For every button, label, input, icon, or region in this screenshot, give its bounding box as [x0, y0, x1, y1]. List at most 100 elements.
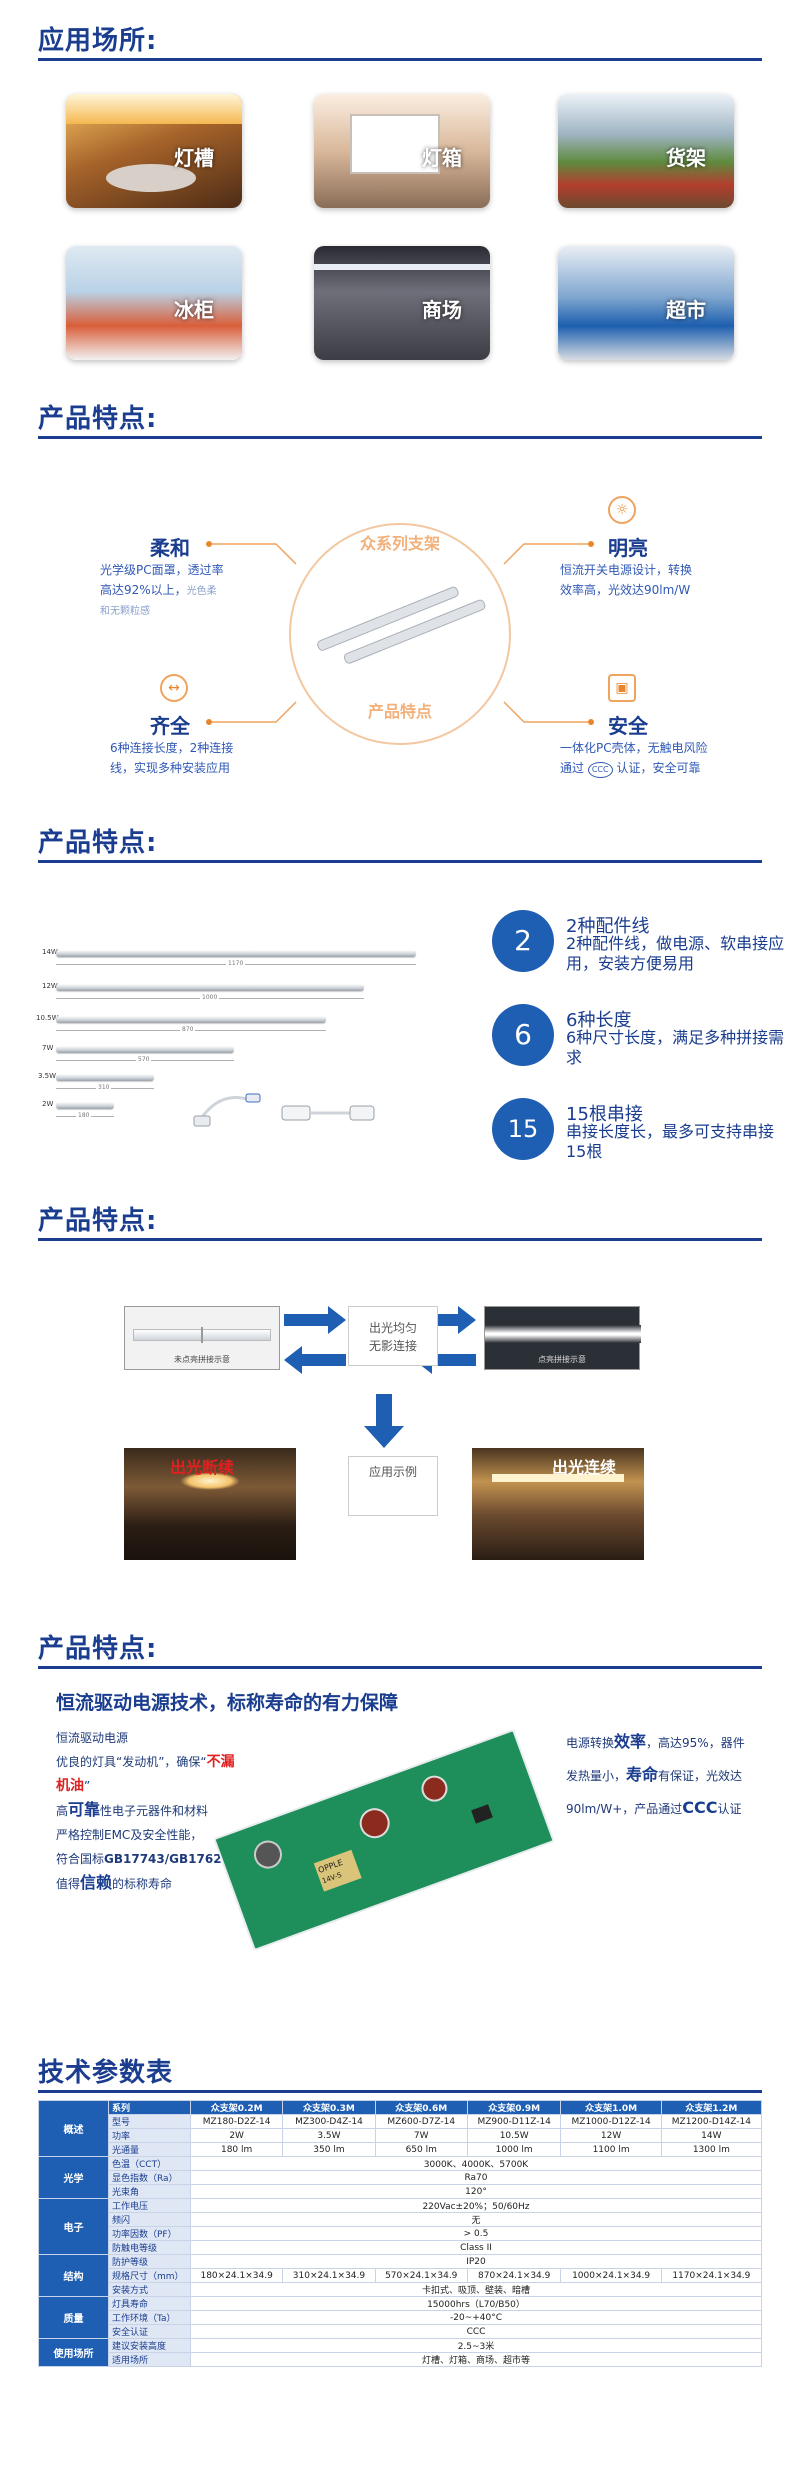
- application-label: 灯箱: [422, 146, 462, 170]
- connector-cable-image: [193, 1093, 375, 1127]
- dimension-label: 870: [180, 1026, 196, 1033]
- room-label: 出光断续: [170, 1458, 235, 1477]
- application-label: 商场: [422, 298, 462, 322]
- table-cell: 1170×24.1×34.9: [660, 2268, 763, 2283]
- section-title: 产品特点:: [38, 404, 158, 434]
- section-divider: [38, 1666, 762, 1669]
- dimension-icon: ↔: [160, 674, 188, 702]
- table-cell: 卡扣式、吸顶、壁装、暗槽: [190, 2282, 762, 2297]
- table-param-name: 频闪: [108, 2212, 191, 2227]
- dimension-label: 1000: [200, 994, 220, 1001]
- table-param-name: 防触电等级: [108, 2240, 191, 2255]
- table-param-name: 安全认证: [108, 2324, 191, 2339]
- table-row: 频闪无: [39, 2212, 762, 2227]
- table-cell: 12W: [560, 2128, 662, 2143]
- fixture-bar: [56, 1046, 234, 1053]
- table-cell: > 0.5: [190, 2226, 762, 2241]
- table-cell: MZ180-D2Z-14: [189, 2114, 284, 2129]
- table-param-name: 适用场所: [108, 2352, 191, 2367]
- table-cell: 3000K、4000K、5700K: [190, 2156, 762, 2171]
- table-cell: 10.5W: [466, 2128, 562, 2143]
- feature-complete-title: 齐全: [150, 714, 190, 738]
- table-cell: 1000 lm: [466, 2142, 562, 2157]
- table-row: 功率因数（PF）> 0.5: [39, 2226, 762, 2241]
- table-group-cell: 使用场所: [38, 2338, 109, 2367]
- feature-bright-text: 恒流开关电源设计，转换 效率高，光效达90lm/W: [560, 563, 693, 597]
- point-title: 15根串接: [566, 1104, 643, 1125]
- table-cell: IP20: [190, 2254, 762, 2269]
- driver-section: 恒流驱动电源技术，标称寿命的有力保障 恒流驱动电源 优良的灯具“发动机”，确保“…: [0, 1680, 800, 2040]
- table-cell: Ra70: [190, 2170, 762, 2185]
- unlit-fixture-image: 未点亮拼接示意: [124, 1306, 280, 1370]
- bullet-dot: [206, 541, 212, 547]
- table-param-name: 工作环境（Ta）: [108, 2310, 191, 2325]
- point-desc: 2种配件线，做电源、软串接应用，安装方便易用: [566, 934, 785, 973]
- section-divider: [38, 58, 762, 61]
- table-group-cell: 质量: [38, 2296, 109, 2339]
- point-number-badge: 6: [492, 1004, 554, 1066]
- ccc-mark: CCC: [587, 762, 613, 778]
- ring-bottom-label: 产品特点: [367, 702, 432, 721]
- dimension-label: 570: [136, 1056, 152, 1063]
- driver-title: 恒流驱动电源技术，标称寿命的有力保障: [56, 1692, 399, 1714]
- ring-top-label: 众系列支架: [359, 534, 440, 553]
- room-label: 出光连续: [552, 1458, 617, 1477]
- shield-icon: ▣: [608, 674, 636, 702]
- feature-safe-title: 安全: [608, 714, 648, 738]
- feature-soft-title: 柔和: [150, 536, 190, 560]
- bar-watt-label: 12W: [42, 982, 58, 990]
- unlit-caption: 未点亮拼接示意: [174, 1355, 230, 1364]
- table-cell: CCC: [190, 2324, 762, 2339]
- point-number-badge: 2: [492, 910, 554, 972]
- bullet-dot: [206, 719, 212, 725]
- bar-watt-label: 10.5W: [36, 1014, 59, 1022]
- application-tile: 灯箱: [314, 94, 490, 208]
- applications-section: 应用场所: 灯槽 灯箱 货架 冰柜 商场 超市: [0, 0, 800, 360]
- table-cell: MZ900-D11Z-14: [466, 2114, 562, 2129]
- table-cell: 180×24.1×34.9: [189, 2268, 284, 2283]
- dimension-label: 180: [76, 1112, 92, 1119]
- application-label: 超市: [666, 298, 706, 322]
- bar-watt-label: 14W: [42, 948, 58, 956]
- section-title: 技术参数表: [38, 2058, 174, 2088]
- section-title: 产品特点:: [38, 828, 158, 858]
- feature-complete-text: 6种连接长度，2种连接 线，实现多种安装应用: [110, 741, 234, 775]
- table-cell: 650 lm: [374, 2142, 468, 2157]
- lengths-section: 14W 1170 12W 1000 10.5W 870 7W 570 3.5W …: [0, 880, 800, 1210]
- bar-watt-label: 2W: [42, 1100, 54, 1108]
- application-label: 灯槽: [174, 146, 214, 170]
- point-number-badge: 15: [492, 1098, 554, 1160]
- application-tile: 冰柜: [66, 246, 242, 360]
- table-group-cell: 结构: [38, 2254, 109, 2297]
- application-tile: 货架: [558, 94, 734, 208]
- example-note: 应用示例: [348, 1456, 438, 1516]
- lit-fixture-image: 点亮拼接示意: [484, 1306, 641, 1370]
- table-cell: 众支架0.3M: [282, 2100, 376, 2115]
- room-example-continuous: 出光连续: [472, 1448, 644, 1560]
- arrow-icons-right: [284, 1306, 476, 1374]
- table-cell: 众支架1.2M: [660, 2100, 763, 2115]
- table-param-name: 光束角: [108, 2184, 191, 2199]
- feature-safe-text: 一体化PC壳体，无触电风险 通过 CCC 认证，安全可靠: [560, 738, 750, 778]
- table-cell: 众支架0.6M: [374, 2100, 468, 2115]
- table-cell: 1100 lm: [560, 2142, 662, 2157]
- fixture-bar: [56, 1102, 114, 1109]
- table-cell: 350 lm: [282, 2142, 376, 2157]
- bar-watt-label: 7W: [42, 1044, 54, 1052]
- section-divider: [38, 860, 762, 863]
- section-divider: [38, 436, 762, 439]
- fixture-bar: [56, 984, 364, 991]
- application-label: 货架: [666, 146, 706, 170]
- table-param-name: 显色指数（Ra）: [108, 2170, 191, 2185]
- table-cell: MZ1000-D12Z-14: [560, 2114, 662, 2129]
- table-cell: 870×24.1×34.9: [466, 2268, 562, 2283]
- point-desc: 6种尺寸长度，满足多种拼接需求: [566, 1028, 785, 1067]
